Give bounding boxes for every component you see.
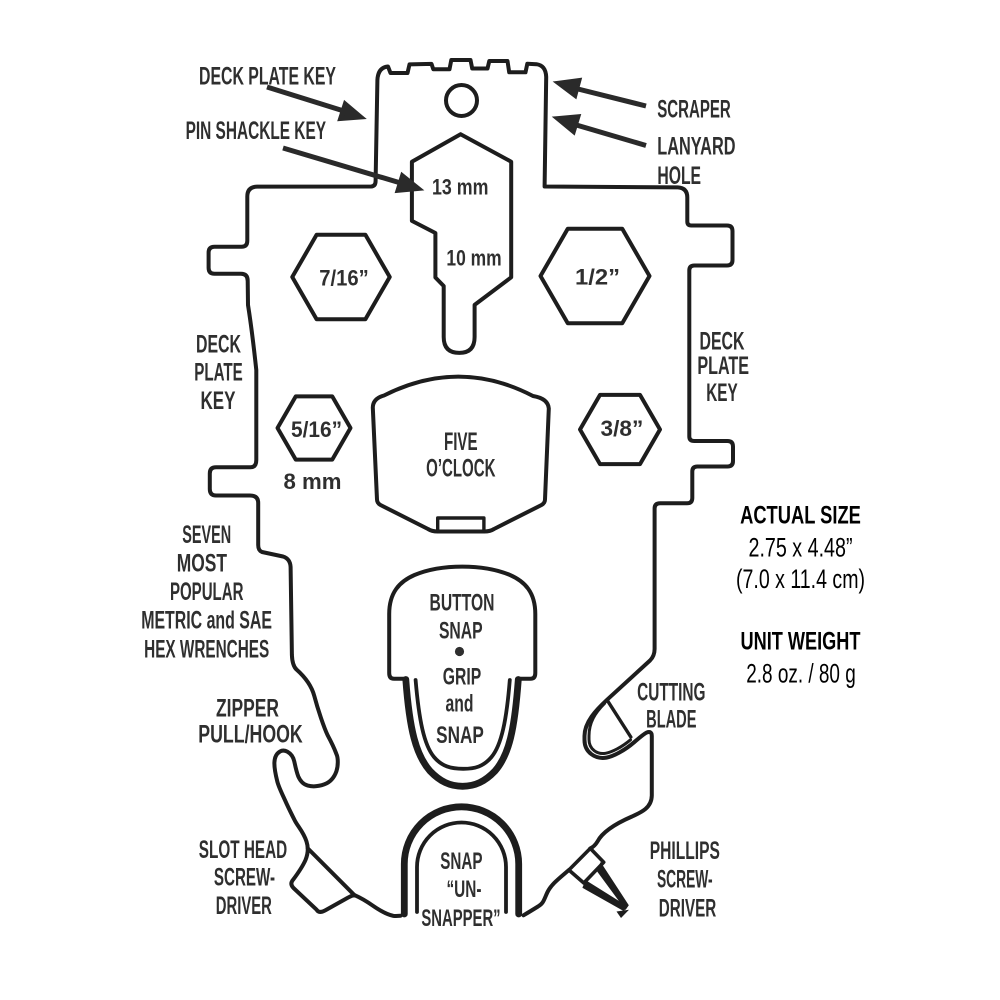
svg-text:KEY: KEY bbox=[201, 387, 236, 415]
svg-text:MOST: MOST bbox=[177, 550, 228, 578]
svg-text:7/16”: 7/16” bbox=[319, 266, 369, 291]
svg-text:ACTUAL SIZE: ACTUAL SIZE bbox=[740, 502, 861, 530]
svg-text:PLATE: PLATE bbox=[194, 359, 243, 387]
svg-text:SCREW-: SCREW- bbox=[214, 864, 275, 892]
svg-text:KEY: KEY bbox=[706, 379, 738, 407]
svg-text:PLATE: PLATE bbox=[697, 352, 749, 380]
svg-text:3/8”: 3/8” bbox=[601, 416, 644, 441]
svg-text:PIN SHACKLE KEY: PIN SHACKLE KEY bbox=[186, 117, 326, 145]
svg-text:SNAPPER”: SNAPPER” bbox=[421, 905, 500, 932]
svg-text:FIVE: FIVE bbox=[444, 428, 478, 456]
svg-text:DECK PLATE KEY: DECK PLATE KEY bbox=[199, 62, 336, 90]
svg-text:SCREW-: SCREW- bbox=[657, 866, 713, 894]
svg-text:BUTTON: BUTTON bbox=[430, 590, 495, 617]
svg-text:DECK: DECK bbox=[700, 327, 745, 355]
svg-text:PHILLIPS: PHILLIPS bbox=[650, 837, 720, 865]
svg-text:5/16”: 5/16” bbox=[291, 417, 342, 442]
svg-text:SNAP: SNAP bbox=[439, 618, 483, 645]
svg-text:UNIT WEIGHT: UNIT WEIGHT bbox=[741, 628, 861, 656]
svg-text:HOLE: HOLE bbox=[657, 162, 701, 190]
svg-text:SNAP: SNAP bbox=[440, 848, 482, 875]
svg-text:2.75 x 4.48”: 2.75 x 4.48” bbox=[749, 533, 853, 563]
svg-text:2.8 oz. / 80 g: 2.8 oz. / 80 g bbox=[746, 659, 856, 689]
svg-text:8 mm: 8 mm bbox=[284, 469, 342, 494]
svg-text:GRIP: GRIP bbox=[443, 664, 481, 691]
svg-text:SEVEN: SEVEN bbox=[182, 521, 231, 549]
svg-text:LANYARD: LANYARD bbox=[657, 132, 735, 160]
svg-text:“UN-: “UN- bbox=[447, 876, 482, 903]
svg-text:METRIC and SAE: METRIC and SAE bbox=[141, 607, 272, 635]
svg-text:POPULAR: POPULAR bbox=[170, 578, 244, 606]
svg-text:SNAP: SNAP bbox=[436, 722, 484, 749]
svg-text:PULL/HOOK: PULL/HOOK bbox=[198, 721, 303, 749]
svg-text:BLADE: BLADE bbox=[646, 706, 696, 734]
svg-text:DRIVER: DRIVER bbox=[659, 895, 717, 923]
svg-text:ZIPPER: ZIPPER bbox=[216, 695, 279, 723]
svg-text:10 mm: 10 mm bbox=[446, 246, 501, 271]
svg-text:SCRAPER: SCRAPER bbox=[657, 95, 731, 123]
svg-text:(7.0 x 11.4 cm): (7.0 x 11.4 cm) bbox=[736, 564, 865, 594]
svg-text:13 mm: 13 mm bbox=[432, 175, 488, 200]
svg-text:SLOT HEAD: SLOT HEAD bbox=[199, 836, 287, 864]
svg-text:DRIVER: DRIVER bbox=[216, 892, 272, 920]
svg-text:CUTTING: CUTTING bbox=[637, 679, 705, 707]
svg-text:DECK: DECK bbox=[196, 331, 241, 359]
svg-text:HEX WRENCHES: HEX WRENCHES bbox=[144, 635, 269, 663]
svg-text:1/2”: 1/2” bbox=[575, 265, 620, 290]
svg-text:O’CLOCK: O’CLOCK bbox=[426, 455, 495, 483]
svg-text:and: and bbox=[446, 690, 474, 717]
